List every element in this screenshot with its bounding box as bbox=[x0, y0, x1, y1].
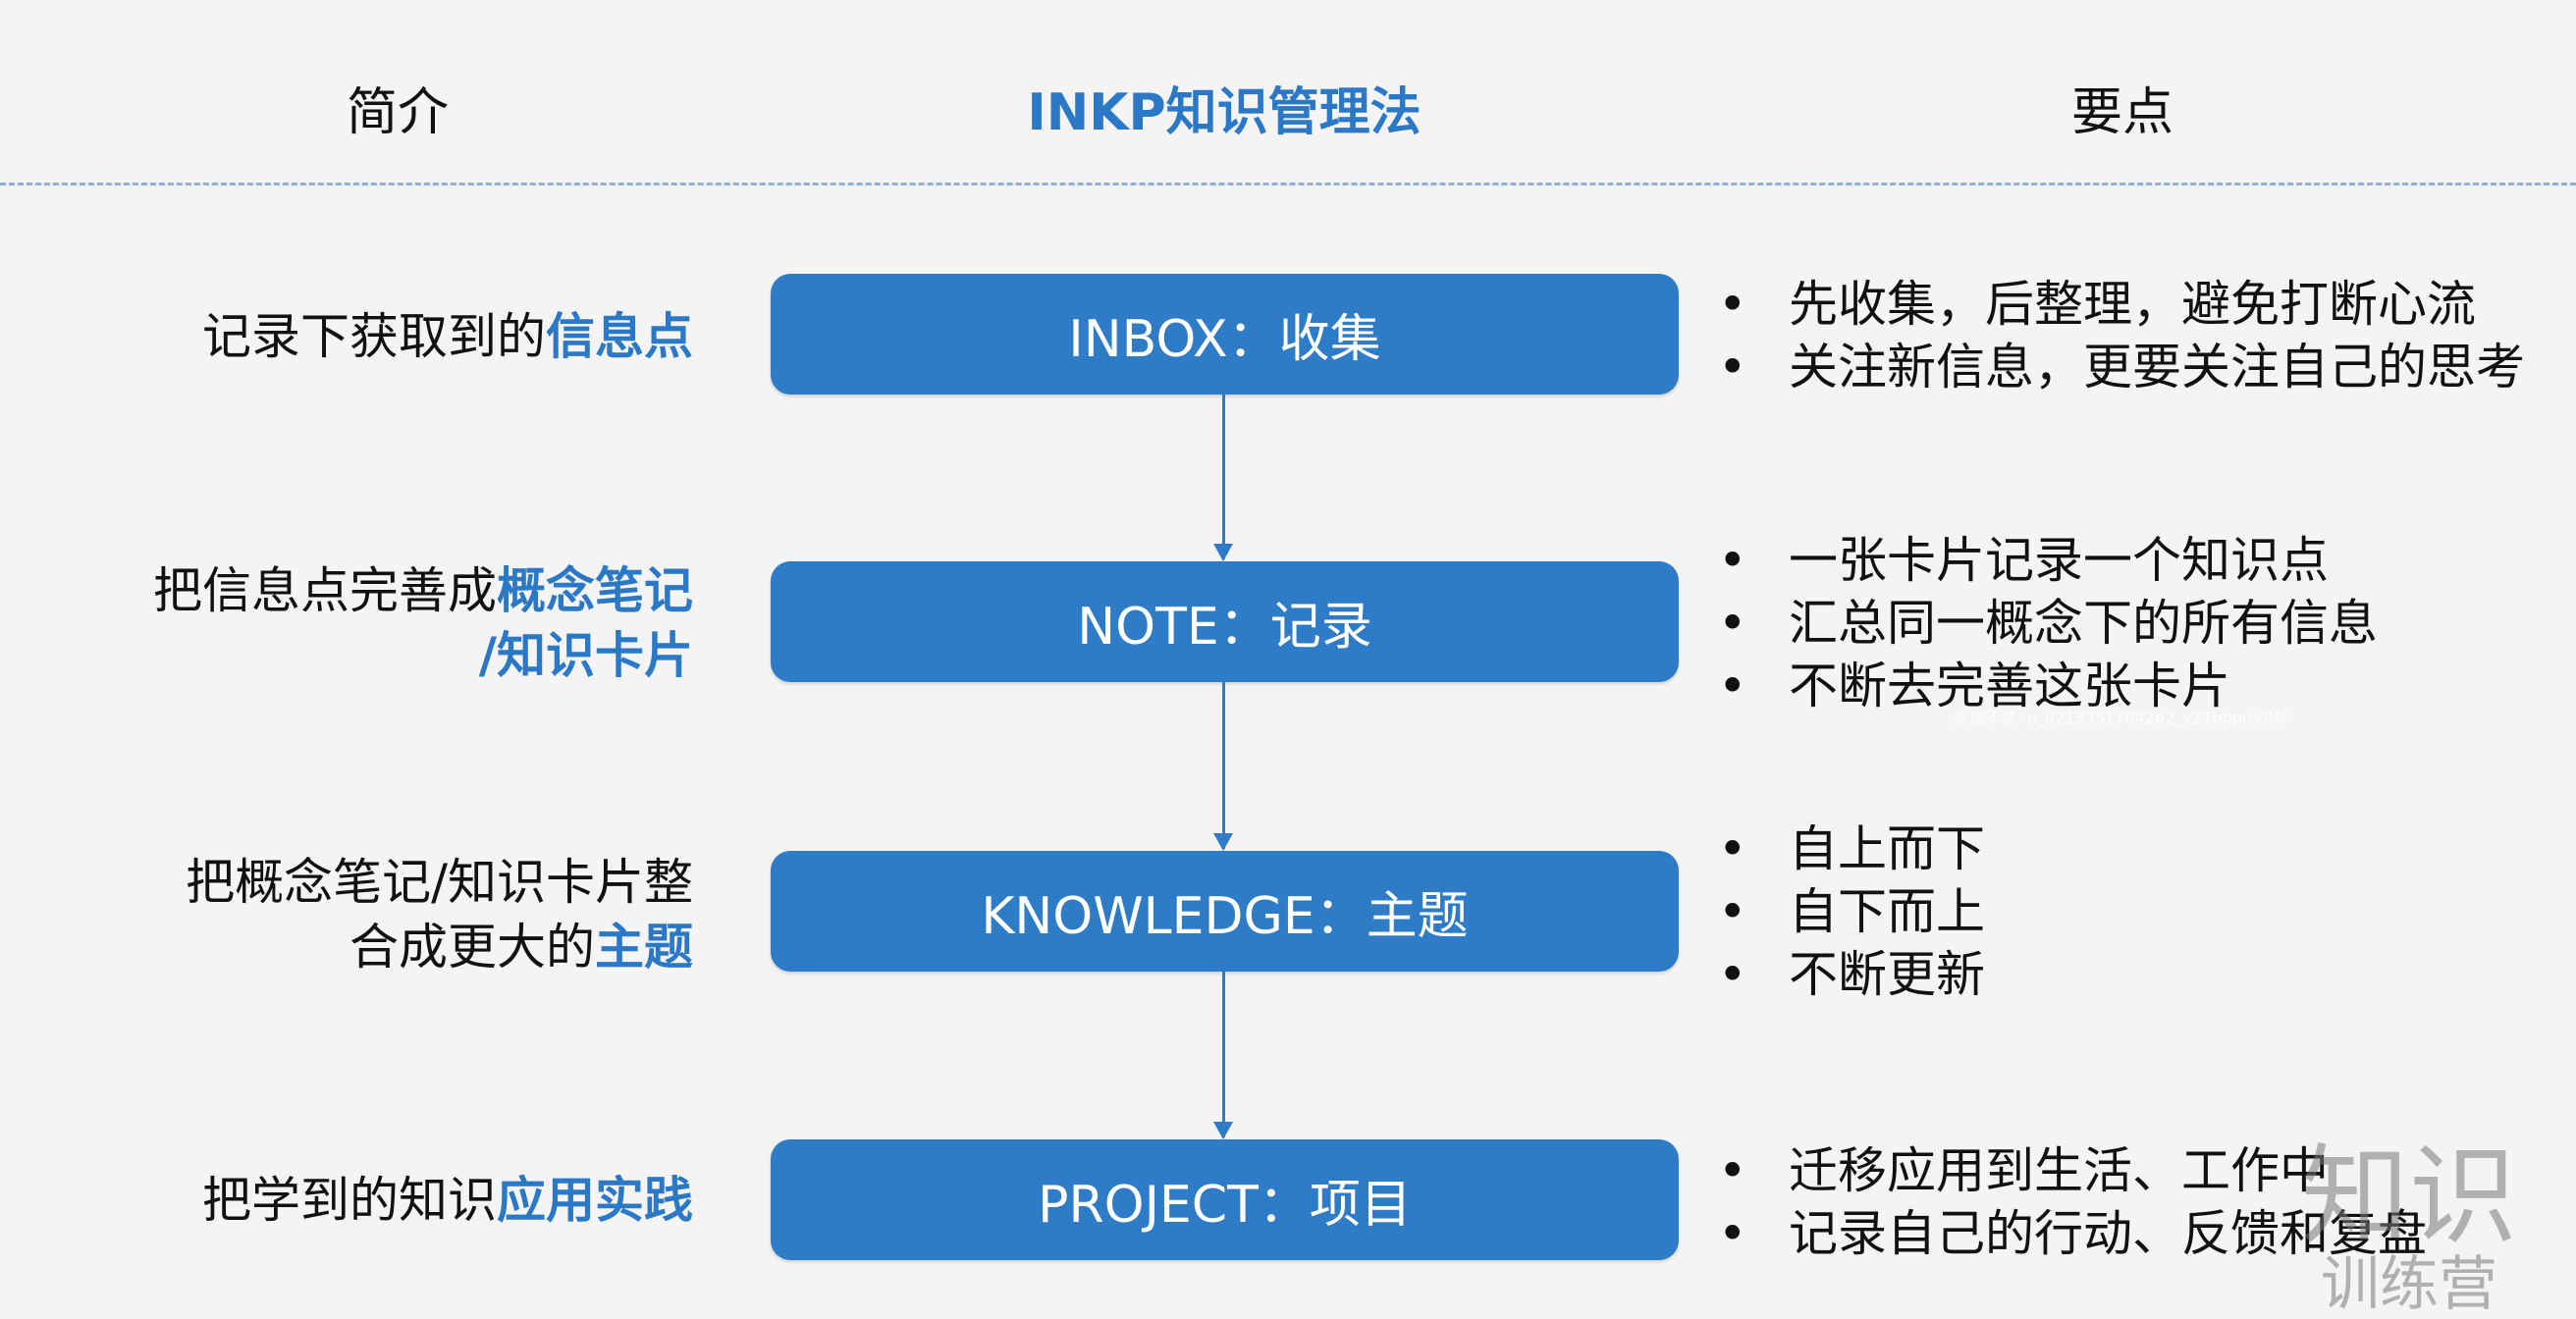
intro-text: 合成更大的 bbox=[349, 919, 595, 976]
logo-watermark: 知识 训练营 bbox=[2281, 1142, 2537, 1319]
intro-highlight: 应用实践 bbox=[497, 1172, 693, 1229]
arrow-down-icon bbox=[1213, 395, 1233, 561]
bullet-item: 一张卡片记录一个知识点 bbox=[1718, 529, 2378, 592]
stage-box-inbox: INBOX：收集 bbox=[771, 274, 1679, 395]
intro-text: 把概念笔记/知识卡片整 bbox=[186, 854, 693, 911]
arrow-down-icon bbox=[1213, 971, 1233, 1139]
user-watermark: 步履不停- u_62133517642b2_vZTbbpuVRM bbox=[1954, 709, 2287, 727]
arrow-down-icon bbox=[1213, 682, 1233, 851]
stage-box-note: NOTE：记录 bbox=[771, 561, 1679, 682]
bullet-item: 自下而上 bbox=[1718, 880, 1985, 943]
row-intro-project: 把学到的知识应用实践 bbox=[202, 1168, 693, 1233]
stage-box-project: PROJECT：项目 bbox=[771, 1139, 1679, 1260]
row-intro-knowledge: 把概念笔记/知识卡片整 合成更大的主题 bbox=[186, 850, 693, 979]
page-title: INKP知识管理法 bbox=[1027, 83, 1422, 142]
bullet-item: 先收集，后整理，避免打断心流 bbox=[1718, 273, 2525, 336]
logo-text: 训练营 bbox=[2321, 1250, 2497, 1319]
row-intro-note: 把信息点完善成概念笔记 /知识卡片 bbox=[153, 558, 693, 688]
key-points-project: 迁移应用到生活、工作中 记录自己的行动、反馈和复盘 bbox=[1718, 1139, 2427, 1265]
bullet-item: 迁移应用到生活、工作中 bbox=[1718, 1139, 2427, 1202]
bullet-item: 记录自己的行动、反馈和复盘 bbox=[1718, 1202, 2427, 1265]
row-intro-inbox: 记录下获取到的信息点 bbox=[202, 304, 693, 369]
header-divider bbox=[0, 183, 2576, 185]
intro-highlight: 主题 bbox=[595, 919, 693, 976]
intro-column-header: 简介 bbox=[346, 83, 450, 142]
key-points-knowledge: 自上而下 自下而上 不断更新 bbox=[1718, 818, 1985, 1006]
bullet-item: 不断去完善这张卡片 bbox=[1718, 655, 2378, 717]
key-points-inbox: 先收集，后整理，避免打断心流 关注新信息，更要关注自己的思考 bbox=[1718, 273, 2525, 398]
key-points-column-header: 要点 bbox=[2070, 83, 2174, 142]
key-points-note: 一张卡片记录一个知识点 汇总同一概念下的所有信息 不断去完善这张卡片 bbox=[1718, 529, 2378, 717]
intro-highlight: /知识卡片 bbox=[478, 627, 693, 684]
logo-text: 知识 bbox=[2301, 1134, 2517, 1259]
stage-box-knowledge: KNOWLEDGE：主题 bbox=[771, 851, 1679, 972]
intro-text: 把学到的知识 bbox=[202, 1172, 497, 1229]
bullet-item: 自上而下 bbox=[1718, 818, 1985, 880]
intro-text: 把信息点完善成 bbox=[153, 562, 497, 619]
bullet-item: 汇总同一概念下的所有信息 bbox=[1718, 592, 2378, 655]
bullet-item: 关注新信息，更要关注自己的思考 bbox=[1718, 336, 2525, 398]
intro-text: 记录下获取到的 bbox=[202, 308, 546, 365]
intro-highlight: 概念笔记 bbox=[497, 562, 693, 619]
bullet-item: 不断更新 bbox=[1718, 943, 1985, 1006]
intro-highlight: 信息点 bbox=[546, 308, 693, 365]
